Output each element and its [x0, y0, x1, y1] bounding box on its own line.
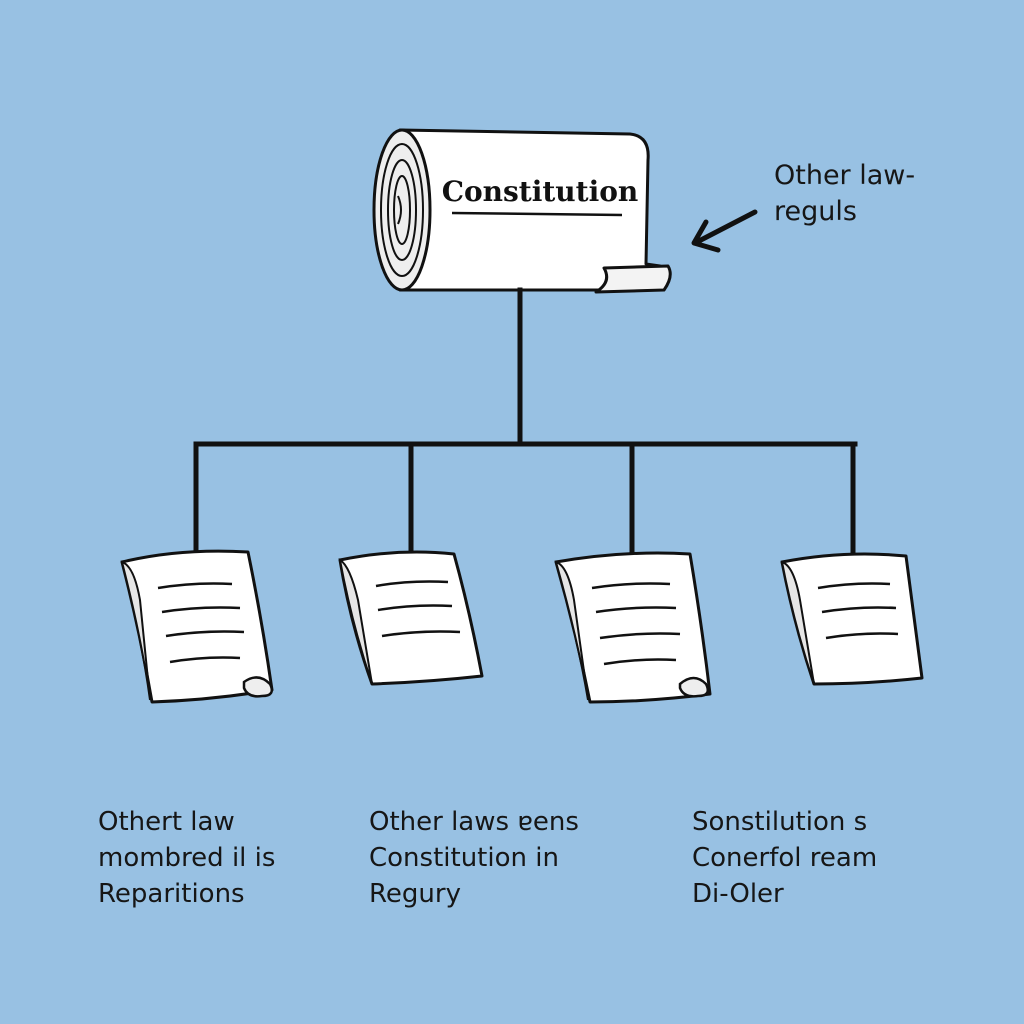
caption-line: Regury: [369, 879, 461, 909]
caption-line: Reparitions: [98, 879, 245, 909]
caption-line: Conerfol ream: [692, 843, 878, 873]
caption-line: Di-Oler: [692, 879, 784, 909]
constitution-scroll-icon: [372, 128, 672, 294]
document-icon-2: [338, 550, 484, 686]
arrow-icon: [691, 209, 758, 253]
side-label-line: Other law-: [774, 160, 916, 191]
document-icon-1: [120, 549, 274, 704]
side-label-line: reguls: [774, 196, 857, 227]
caption-line: mombred il is: [98, 843, 276, 873]
caption-3: Sonstilution s Conerfol ream Di-Oler: [692, 804, 877, 912]
constitution-title: Constitution: [442, 175, 639, 208]
document-icon-3: [554, 551, 712, 704]
caption-line: Constitution in: [369, 843, 559, 873]
tree-connectors: [193, 287, 858, 559]
caption-line: Othert law: [98, 807, 235, 837]
caption-1: Othert law mombred il is Reparitions: [98, 804, 275, 912]
side-label: Other law- reguls: [774, 158, 915, 230]
caption-2: Other laws ɐens Constitution in Regury: [369, 804, 579, 912]
caption-line: Sonstilution s: [692, 807, 868, 837]
document-icon-4: [780, 552, 924, 686]
caption-line: Other laws ɐens: [369, 807, 579, 837]
